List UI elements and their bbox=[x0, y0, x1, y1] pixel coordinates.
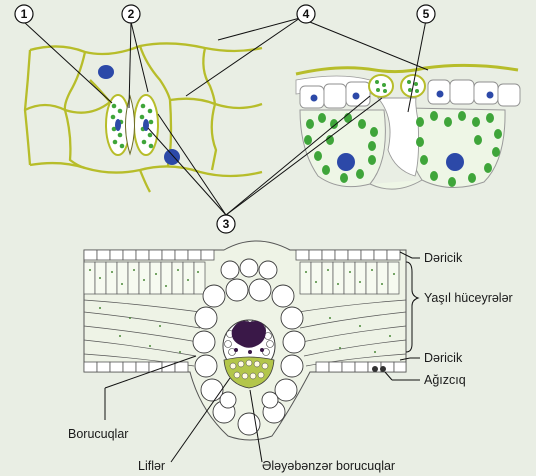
label-stoma: Ağızcıq bbox=[424, 373, 466, 387]
guard-cells bbox=[106, 95, 158, 155]
label-lower-epidermis: Dəricik bbox=[424, 351, 463, 365]
label-fibers: Liflər bbox=[138, 459, 165, 473]
label-vessels: Borucuqlar bbox=[68, 427, 128, 441]
svg-text:2: 2 bbox=[128, 7, 135, 21]
callout-1: 1 bbox=[15, 5, 33, 23]
label-sieve-tubes: Ələyəbənzər borucuqlar bbox=[262, 459, 395, 473]
svg-text:1: 1 bbox=[21, 7, 28, 21]
epidermis-surface-view bbox=[25, 43, 262, 192]
label-upper-epidermis: Dəricik bbox=[424, 251, 463, 265]
svg-text:4: 4 bbox=[303, 7, 310, 21]
leaf-cross-section bbox=[84, 241, 406, 440]
svg-text:5: 5 bbox=[423, 7, 430, 21]
label-green-cells: Yaşıl hüceyrələr bbox=[424, 291, 513, 305]
stoma-cross-section bbox=[296, 65, 520, 189]
svg-text:3: 3 bbox=[223, 217, 230, 231]
callout-2: 2 bbox=[122, 5, 140, 23]
callout-3: 3 bbox=[217, 215, 235, 233]
callout-4: 4 bbox=[297, 5, 315, 23]
callout-5: 5 bbox=[417, 5, 435, 23]
